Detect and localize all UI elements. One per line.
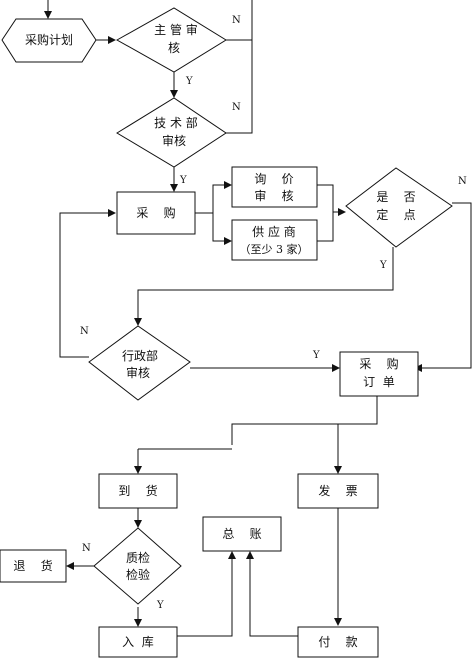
node-supplier-line2: （至少 3 家） <box>240 242 309 256</box>
node-order-line1: 采 购 <box>359 356 398 371</box>
node-purchase-label: 采 购 <box>136 205 175 220</box>
arrowhead-ledger-right <box>246 551 254 559</box>
arrowhead-admin <box>134 318 142 326</box>
node-supervisor: 主 管 审 核 <box>115 7 227 73</box>
node-qc-line1: 质检 <box>126 550 150 565</box>
arrowhead-supervisor <box>108 36 116 44</box>
node-supplier-line1: 供 应 商 <box>252 224 296 239</box>
node-supplier: 供 应 商 （至少 3 家） <box>231 219 318 261</box>
node-arrival-label: 到 货 <box>118 483 157 498</box>
arrowhead-ledger-left <box>228 551 236 559</box>
node-designated-line2: 定 点 <box>376 207 415 222</box>
arrowheads <box>44 11 422 627</box>
node-supervisor-line2: 核 <box>168 41 180 55</box>
node-tech-line2: 审核 <box>162 133 186 148</box>
node-inquiry: 询 价 审 核 <box>231 166 318 208</box>
node-admin: 行政部 审核 <box>88 325 191 401</box>
arrowhead-storage <box>134 619 142 627</box>
label-qc-yes: Y <box>156 600 164 611</box>
arrowhead-invoice <box>334 466 342 474</box>
node-payment-label: 付 款 <box>318 635 357 649</box>
edge-storage-ledger <box>177 555 233 637</box>
arrowhead-qc <box>134 520 142 528</box>
label-qc-no: N <box>82 543 91 554</box>
label-supervisor-no: N <box>232 15 241 26</box>
node-inquiry-line2: 审 核 <box>254 188 293 203</box>
node-storage: 入 库 <box>98 626 178 658</box>
edge-tech-no <box>226 40 253 134</box>
arrowhead-payment <box>334 618 342 626</box>
node-ledger: 总 账 <box>202 516 282 552</box>
edge-designated-yes <box>137 247 394 321</box>
arrowhead-purchase-left <box>108 209 116 217</box>
edge-labels: N Y N Y N Y N Y N Y <box>80 15 467 611</box>
node-designated: 是 否 定 点 <box>345 167 453 248</box>
arrowhead-arrival <box>134 466 142 474</box>
node-admin-line2: 审核 <box>126 365 150 380</box>
node-invoice-label: 发 票 <box>318 483 357 498</box>
node-purchase: 采 购 <box>116 191 196 235</box>
node-inquiry-line1: 询 价 <box>254 172 293 186</box>
node-payment: 付 款 <box>297 626 379 658</box>
label-supervisor-yes: Y <box>185 76 193 87</box>
node-return: 退 货 <box>0 549 67 583</box>
arrowhead-order-left <box>332 364 340 372</box>
label-designated-no: N <box>458 176 467 187</box>
node-tech: 技 术 部 审核 <box>116 97 227 168</box>
node-admin-line1: 行政部 <box>122 348 158 363</box>
node-supervisor-line1: 主 管 审 <box>154 22 198 37</box>
node-return-label: 退 货 <box>13 558 52 573</box>
connectors <box>47 0 472 637</box>
edge-admin-no <box>59 212 108 358</box>
label-admin-no: N <box>80 326 89 337</box>
edge-inquiry-join <box>317 184 334 242</box>
arrowhead-inquiry <box>224 181 232 189</box>
node-order: 采 购 订 单 <box>339 351 419 397</box>
node-plan: 采购计划 <box>1 18 97 63</box>
arrowhead-supplier <box>224 237 232 245</box>
node-storage-label: 入 库 <box>122 634 154 649</box>
node-qc: 质检 检验 <box>93 527 182 605</box>
arrowhead-return <box>66 562 74 570</box>
edge-order-split <box>231 396 378 445</box>
arrowhead-purchase <box>170 184 178 192</box>
node-arrival: 到 货 <box>98 473 178 509</box>
edge-purchase-fork <box>195 184 225 214</box>
node-qc-line2: 检验 <box>126 567 150 582</box>
node-tech-line1: 技 术 部 <box>154 115 198 130</box>
label-tech-yes: Y <box>179 175 187 186</box>
arrowhead-tech <box>170 90 178 98</box>
edge-designated-no <box>418 202 472 369</box>
label-designated-yes: Y <box>379 260 387 271</box>
node-order-line2: 订 单 <box>363 375 395 389</box>
node-invoice: 发 票 <box>297 473 379 509</box>
edge-payment-ledger <box>249 555 298 637</box>
node-ledger-label: 总 账 <box>222 527 261 541</box>
node-designated-line1: 是 否 <box>376 190 415 204</box>
node-plan-label: 采购计划 <box>25 32 73 47</box>
edge-purchase-supplier <box>212 213 225 242</box>
arrowhead-plan <box>44 11 52 19</box>
arrowhead-designated <box>338 208 346 216</box>
label-admin-yes: Y <box>312 350 320 361</box>
label-tech-no: N <box>232 102 241 113</box>
